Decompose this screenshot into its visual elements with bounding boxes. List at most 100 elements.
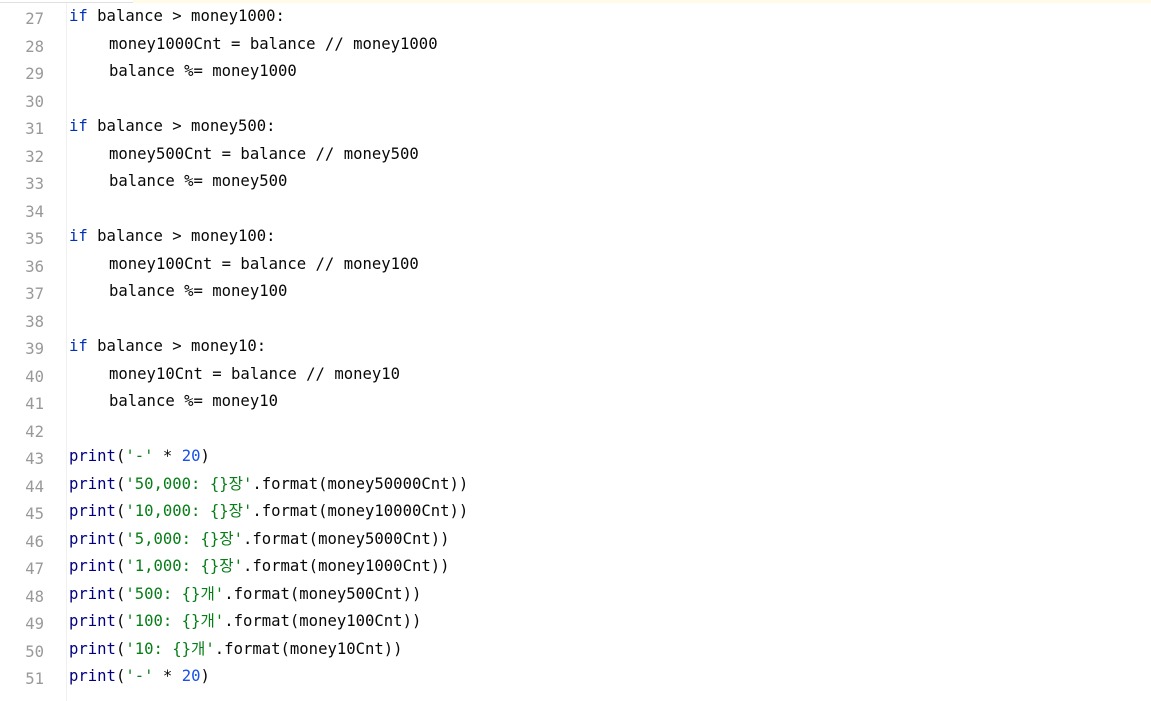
code-line[interactable]: print('10,000: {}장'.format(money10000Cnt…: [69, 498, 1151, 526]
keyword-token: if: [69, 227, 88, 245]
line-number[interactable]: 32: [25, 147, 44, 166]
code-line[interactable]: money1000Cnt = balance // money1000: [69, 31, 1151, 59]
code-line[interactable]: if balance > money100:: [69, 223, 1151, 251]
code-token: money100Cnt = balance // money100: [109, 254, 419, 273]
code-token: ): [200, 447, 210, 465]
code-token: (: [115, 447, 126, 465]
code-token: balance %= money10: [109, 392, 278, 410]
builtin-token: print: [69, 502, 116, 520]
string-token: '1,000: {}장': [125, 557, 243, 575]
code-token: balance %= money500: [109, 172, 288, 190]
gutter-divider: [0, 2, 133, 3]
builtin-token: print: [69, 529, 116, 548]
code-line[interactable]: print('-' * 20): [69, 443, 1151, 471]
code-token: .format(money10Cnt)): [214, 639, 403, 658]
line-number[interactable]: 27: [25, 10, 44, 28]
line-number[interactable]: 46: [25, 532, 44, 551]
code-token: money10Cnt = balance // money10: [109, 364, 401, 383]
code-token: (: [115, 529, 126, 548]
code-line[interactable]: balance %= money100: [69, 278, 1151, 306]
builtin-token: print: [69, 584, 116, 603]
code-line[interactable]: print('100: {}개'.format(money100Cnt)): [69, 608, 1151, 636]
line-number[interactable]: 38: [25, 312, 44, 331]
code-line[interactable]: [69, 306, 1151, 334]
line-number[interactable]: 40: [25, 367, 44, 386]
code-line[interactable]: print('-' * 20): [69, 663, 1151, 691]
line-number[interactable]: 34: [25, 202, 44, 221]
line-number[interactable]: 43: [25, 450, 44, 468]
code-line[interactable]: print('1,000: {}장'.format(money1000Cnt)): [69, 553, 1151, 581]
string-token: '-': [125, 667, 154, 685]
code-token: balance %= money100: [109, 282, 288, 300]
code-line[interactable]: [69, 416, 1151, 444]
line-number[interactable]: 28: [25, 37, 44, 56]
line-number[interactable]: 29: [25, 65, 44, 83]
builtin-token: print: [69, 639, 116, 658]
keyword-token: if: [69, 337, 88, 355]
string-token: '10,000: {}장': [125, 502, 253, 520]
line-number[interactable]: 35: [25, 230, 44, 248]
code-line[interactable]: money500Cnt = balance // money500: [69, 141, 1151, 169]
editor-gutter[interactable]: 27 28 29 30 31 32 33 34 35 36 37 38 39 40 41 42 43 44 45 46…: [0, 3, 66, 701]
code-token: .format(money1000Cnt)): [242, 557, 450, 575]
code-line[interactable]: print('10: {}개'.format(money10Cnt)): [69, 636, 1151, 664]
code-token: .format(money5000Cnt)): [242, 529, 450, 548]
code-line[interactable]: print('5,000: {}장'.format(money5000Cnt)): [69, 526, 1151, 554]
line-number[interactable]: 48: [25, 587, 44, 606]
code-line[interactable]: balance %= money1000: [69, 58, 1151, 86]
line-numbers: 27 28 29 30 31 32 33 34 35 36 37 38 39 40 41 42 43 44 45 46…: [0, 6, 44, 694]
line-number[interactable]: 51: [25, 670, 44, 688]
builtin-token: print: [69, 557, 116, 575]
current-line-highlight: [133, 0, 1151, 3]
fold-guide: [66, 3, 67, 701]
code-line[interactable]: [69, 86, 1151, 114]
line-number[interactable]: 33: [25, 175, 44, 193]
builtin-token: print: [69, 667, 116, 685]
line-number[interactable]: 44: [25, 477, 44, 496]
string-token: '50,000: {}장': [125, 474, 253, 493]
code-token: (: [115, 639, 126, 658]
line-number[interactable]: 36: [25, 257, 44, 276]
code-area[interactable]: if balance > money1000: money1000Cnt = ba…: [69, 3, 1151, 691]
keyword-token: if: [69, 7, 88, 25]
string-token: '5,000: {}장': [125, 529, 243, 548]
line-number[interactable]: 50: [25, 642, 44, 661]
code-line[interactable]: print('50,000: {}장'.format(money50000Cnt…: [69, 471, 1151, 499]
code-line[interactable]: [69, 196, 1151, 224]
code-token: .format(money500Cnt)): [224, 584, 422, 603]
code-line[interactable]: if balance > money1000:: [69, 3, 1151, 31]
line-number[interactable]: 49: [25, 615, 44, 633]
line-number[interactable]: 41: [25, 395, 44, 413]
code-token: money1000Cnt = balance // money1000: [109, 34, 438, 53]
line-number[interactable]: 42: [25, 422, 44, 441]
code-token: ): [200, 667, 210, 685]
code-token: .format(money100Cnt)): [224, 612, 422, 630]
line-number[interactable]: 45: [25, 505, 44, 523]
line-number[interactable]: 37: [25, 285, 44, 303]
code-line[interactable]: if balance > money500:: [69, 113, 1151, 141]
string-token: '500: {}개': [125, 584, 225, 603]
code-token: balance %= money1000: [109, 62, 297, 80]
code-line[interactable]: print('500: {}개'.format(money500Cnt)): [69, 581, 1151, 609]
code-line[interactable]: if balance > money10:: [69, 333, 1151, 361]
code-token: (: [115, 557, 126, 575]
keyword-token: if: [69, 117, 88, 135]
builtin-token: print: [69, 612, 116, 630]
code-line[interactable]: balance %= money500: [69, 168, 1151, 196]
code-token: .format(money10000Cnt)): [252, 502, 469, 520]
code-token: money500Cnt = balance // money500: [109, 144, 419, 163]
code-line[interactable]: balance %= money10: [69, 388, 1151, 416]
code-line[interactable]: money100Cnt = balance // money100: [69, 251, 1151, 279]
line-number[interactable]: 31: [25, 120, 44, 138]
code-token: balance > money1000:: [87, 7, 285, 25]
string-token: '100: {}개': [125, 612, 225, 630]
code-line[interactable]: money10Cnt = balance // money10: [69, 361, 1151, 389]
code-token: (: [115, 667, 126, 685]
line-number[interactable]: 39: [25, 340, 44, 358]
line-number[interactable]: 30: [25, 92, 44, 111]
string-token: '-': [125, 447, 154, 465]
line-number[interactable]: 47: [25, 560, 44, 578]
code-token: (: [115, 584, 126, 603]
code-token: (: [115, 474, 126, 493]
